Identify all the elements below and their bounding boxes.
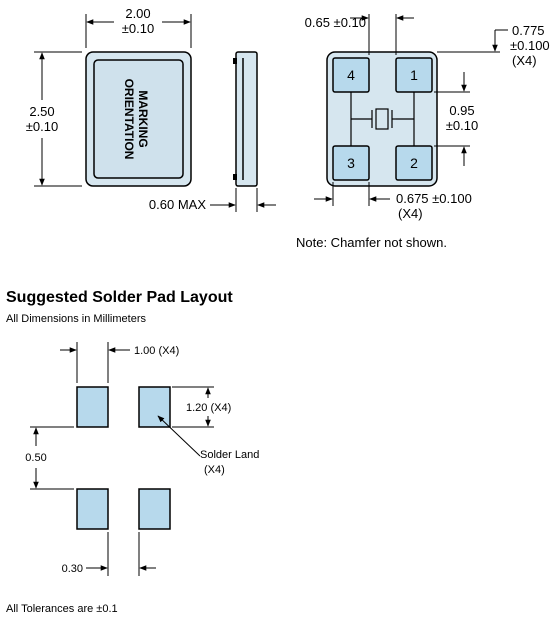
- sp-vgap-value: 0.50: [25, 452, 46, 464]
- section-subtitle: All Dimensions in Millimeters: [6, 313, 146, 325]
- gap-tolerance: ±0.10: [446, 118, 478, 133]
- sp-height-value: 1.20 (X4): [186, 402, 231, 414]
- side-body: [235, 51, 258, 187]
- chamfer-value: 0.775: [512, 23, 545, 38]
- side-termination-top: [233, 58, 237, 64]
- pin-label-3: 3: [347, 155, 355, 171]
- thickness-value: 0.60 MAX: [149, 197, 206, 212]
- padw-count: (X4): [398, 206, 423, 221]
- sp-hgap-value: 0.30: [62, 563, 83, 575]
- marking-text-line2: ORIENTATION: [122, 79, 136, 160]
- solder-land-count: (X4): [204, 464, 225, 476]
- side-termination-bottom: [233, 174, 237, 180]
- package-lid: [93, 59, 184, 179]
- marking-text-line1: MARKING: [136, 90, 150, 147]
- pin-label-2: 2: [410, 155, 418, 171]
- height-tolerance: ±0.10: [26, 119, 58, 134]
- pin-label-1: 1: [410, 67, 418, 83]
- top-view: MARKING ORIENTATION 2.00 ±0.10 2.50 ±0.1…: [26, 6, 192, 187]
- gap-value: 0.95: [449, 103, 474, 118]
- height-value: 2.50: [29, 104, 54, 119]
- chamfer-note: Note: Chamfer not shown.: [296, 235, 447, 250]
- section-title: Suggested Solder Pad Layout: [6, 289, 233, 306]
- sp-width-value: 1.00 (X4): [134, 345, 179, 357]
- solder-pad-layout: Suggested Solder Pad Layout All Dimensio…: [6, 289, 259, 576]
- solder-pad-top-left: [76, 386, 109, 428]
- solder-land-label: Solder Land: [200, 449, 259, 461]
- width-tolerance: ±0.10: [122, 21, 154, 36]
- tolerance-note: All Tolerances are ±0.1: [6, 603, 118, 615]
- solder-pad-bottom-left: [76, 488, 109, 530]
- pin-label-4: 4: [347, 67, 355, 83]
- solder-pad-bottom-right: [138, 488, 171, 530]
- chamfer-tolerance: ±0.100: [510, 38, 550, 53]
- bottom-view: 4 1 3 2 0.65 ±0.10 0.775 ±0.100 (X4): [296, 14, 550, 250]
- crystal-symbol: [350, 92, 415, 146]
- side-view: 0.60 MAX: [149, 51, 276, 212]
- solder-pad-top-right: [138, 386, 171, 428]
- width-value: 2.00: [125, 6, 150, 21]
- solder-land-leader: [157, 415, 201, 457]
- pitch-value: 0.65 ±0.10: [305, 15, 366, 30]
- padw-value: 0.675 ±0.100: [396, 191, 472, 206]
- chamfer-count: (X4): [512, 53, 537, 68]
